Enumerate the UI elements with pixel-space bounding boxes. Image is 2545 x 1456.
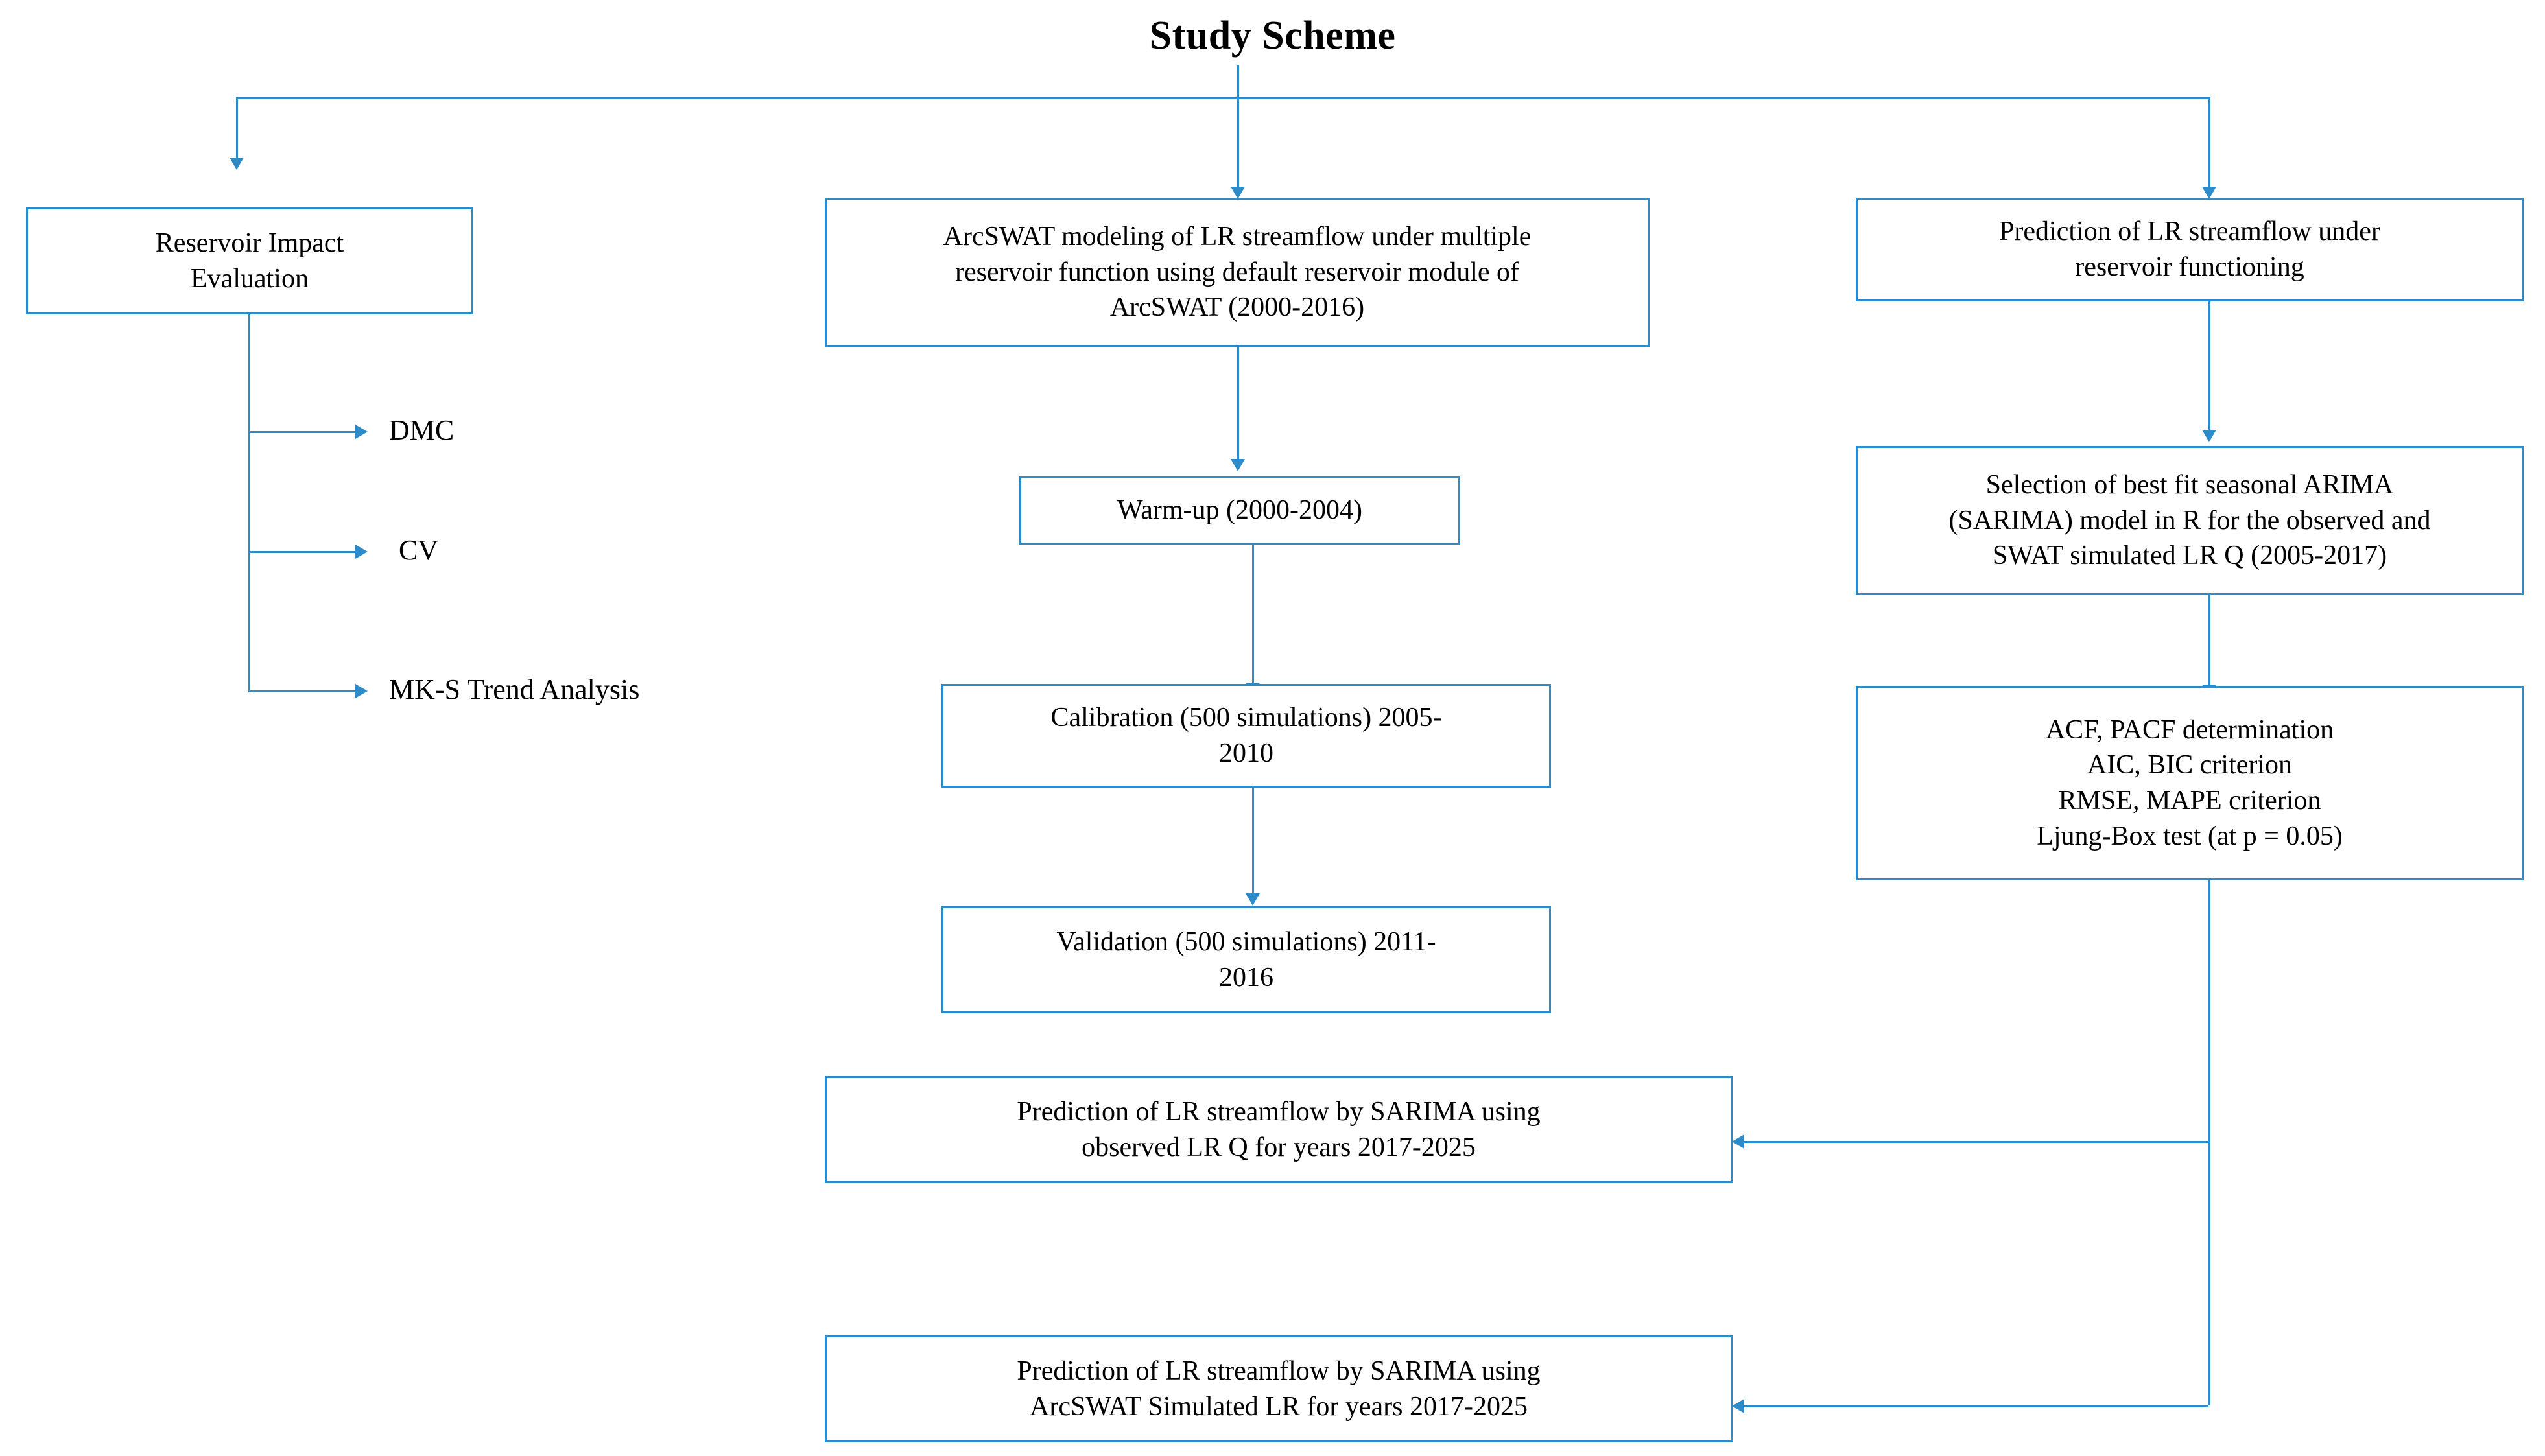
left-branch-connector-3 [248, 690, 355, 692]
box-prediction-under-reservoir[interactable]: Prediction of LR streamflow under reserv… [1856, 198, 2524, 301]
box-output-simulated[interactable]: Prediction of LR streamflow by SARIMA us… [825, 1335, 1733, 1442]
arrow-to-mks [355, 684, 368, 698]
box-reservoir-impact-evaluation[interactable]: Reservoir Impact Evaluation [26, 207, 473, 314]
left-branch-connector-1 [248, 431, 355, 433]
box-calibration[interactable]: Calibration (500 simulations) 2005- 2010 [941, 684, 1551, 788]
arrow-to-output-1 [1732, 1134, 1744, 1149]
box-validation[interactable]: Validation (500 simulations) 2011- 2016 [941, 906, 1551, 1013]
right-output-spine [2208, 880, 2210, 1405]
box-arcswat-modeling[interactable]: ArcSWAT modeling of LR streamflow under … [825, 198, 1650, 347]
output2-connector [1744, 1405, 2208, 1407]
arrow-to-right-step1 [2202, 187, 2216, 199]
bus-drop-left [236, 97, 238, 159]
box-warm-up[interactable]: Warm-up (2000-2004) [1019, 476, 1460, 545]
box-criteria[interactable]: ACF, PACF determination AIC, BIC criteri… [1856, 686, 2524, 880]
arrow-to-warmup [1231, 459, 1245, 471]
right-connector-2 [2208, 595, 2210, 686]
box-sarima-selection[interactable]: Selection of best fit seasonal ARIMA (SA… [1856, 446, 2524, 595]
bus-drop-right [2208, 97, 2210, 188]
arrow-to-sarima-selection [2202, 430, 2216, 442]
bus-drop-middle [1237, 97, 1239, 188]
output1-connector [1744, 1141, 2208, 1143]
title-down-stub [1237, 65, 1239, 97]
label-cv: CV [399, 534, 439, 566]
label-dmc: DMC [389, 414, 455, 446]
arrow-to-dmc [355, 425, 368, 439]
left-branch-spine [248, 314, 250, 690]
box-output-observed[interactable]: Prediction of LR streamflow by SARIMA us… [825, 1076, 1733, 1183]
middle-connector-3 [1252, 788, 1254, 895]
arrow-to-left-head [230, 158, 244, 170]
arrow-to-validation [1246, 893, 1260, 906]
middle-connector-1 [1237, 347, 1239, 460]
page-title: Study Scheme [1149, 14, 1396, 58]
arrow-to-cv [355, 545, 368, 559]
arrow-to-output-2 [1732, 1399, 1744, 1413]
arrow-to-middle-step1 [1231, 187, 1245, 199]
label-mks-trend-analysis: MK-S Trend Analysis [389, 674, 640, 705]
top-distribution-bus [236, 97, 2210, 99]
middle-connector-2 [1252, 545, 1254, 684]
right-connector-1 [2208, 301, 2210, 431]
left-branch-connector-2 [248, 551, 355, 553]
